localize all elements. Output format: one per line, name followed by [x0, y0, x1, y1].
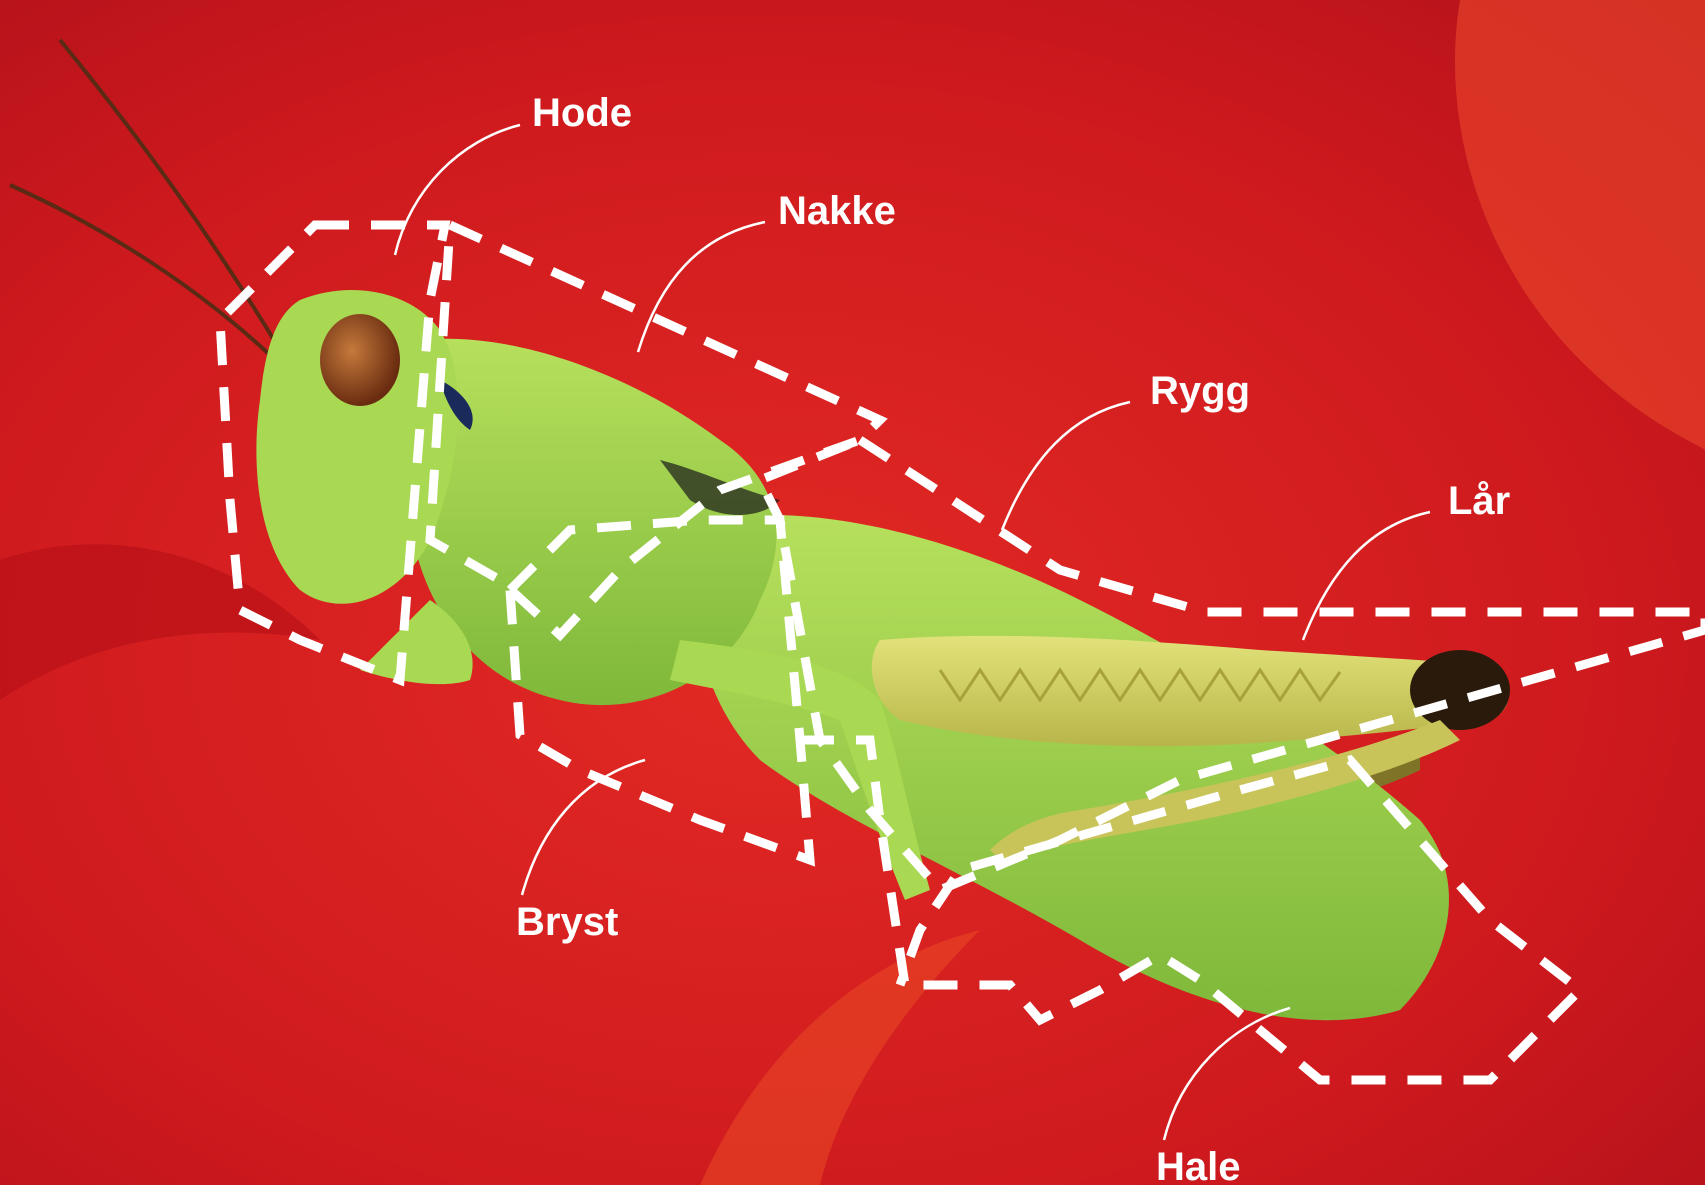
label-laar: Lår: [1448, 479, 1510, 523]
label-hode: Hode: [532, 91, 632, 135]
label-rygg: Rygg: [1150, 369, 1250, 413]
label-bryst: Bryst: [516, 900, 618, 944]
eye: [320, 314, 400, 406]
label-nakke: Nakke: [778, 189, 896, 233]
label-hale: Hale: [1156, 1145, 1241, 1185]
